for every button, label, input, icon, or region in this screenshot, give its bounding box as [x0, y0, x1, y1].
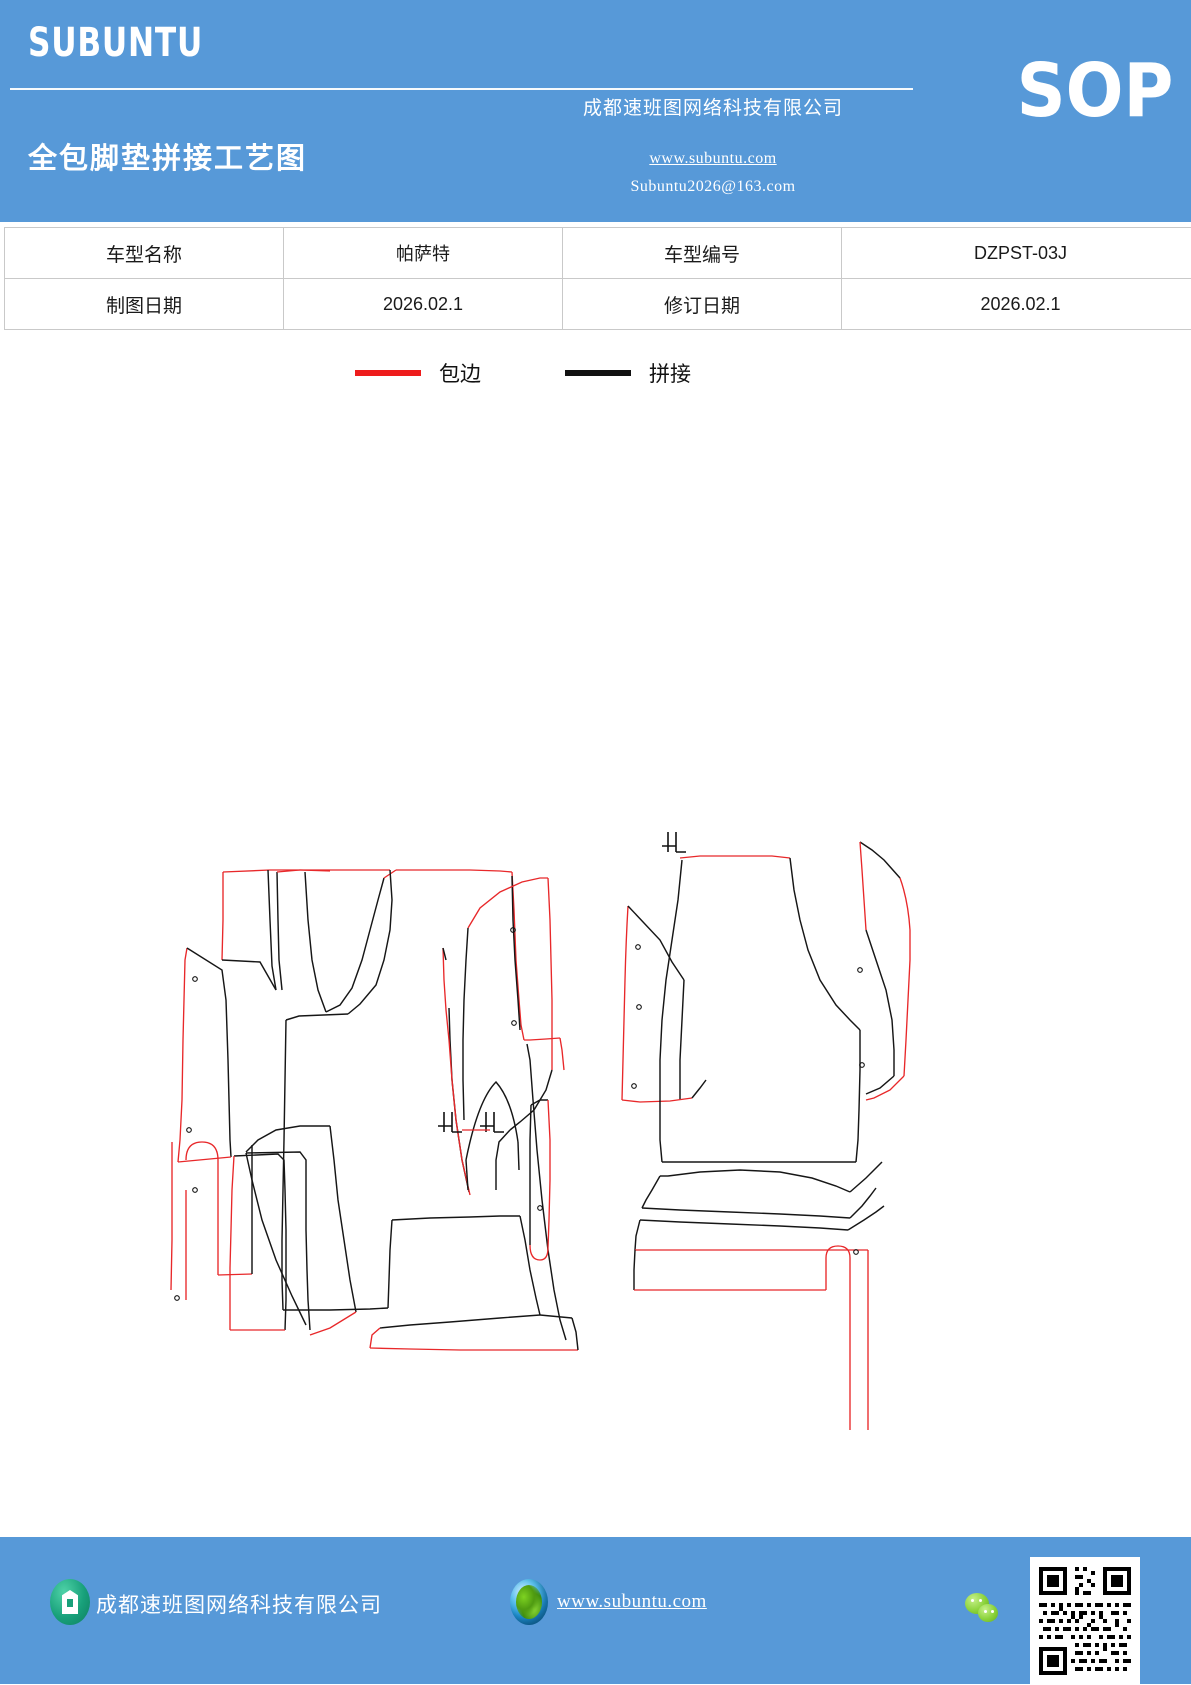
header-company-name: 成都速班图网络科技有限公司	[513, 93, 913, 120]
legend-item-splice: 拼接	[565, 358, 691, 388]
legend-label-splice: 拼接	[649, 358, 691, 388]
legend-item-binding: 包边	[355, 358, 481, 388]
stop-mark-left-1	[438, 1112, 462, 1132]
document-type-label: SOP	[1016, 54, 1173, 128]
company-badge-icon	[50, 1579, 90, 1625]
technical-drawing-canvas	[0, 400, 1191, 1430]
black-line-swatch	[565, 370, 631, 376]
red-line-swatch	[355, 370, 421, 376]
footer-website-link[interactable]: www.subuntu.com	[557, 1591, 707, 1613]
footer-company-name: 成都速班图网络科技有限公司	[96, 1589, 382, 1619]
cell-model-code-value: DZPST-03J	[842, 228, 1191, 279]
table-row: 车型名称 帕萨特 车型编号 DZPST-03J	[5, 228, 1191, 279]
page-header: SUBUNTU 全包脚垫拼接工艺图 成都速班图网络科技有限公司 www.subu…	[0, 0, 1191, 222]
legend-label-binding: 包边	[439, 358, 481, 388]
vehicle-info-table: 车型名称 帕萨特 车型编号 DZPST-03J 制图日期 2026.02.1 修…	[4, 227, 1191, 330]
wechat-icon	[965, 1593, 1003, 1627]
header-website-link[interactable]: www.subuntu.com	[513, 150, 913, 168]
qr-code[interactable]	[1030, 1557, 1140, 1685]
brand-logo: SUBUNTU	[28, 20, 203, 66]
table-row: 制图日期 2026.02.1 修订日期 2026.02.1	[5, 279, 1191, 330]
stop-mark-left-2	[480, 1112, 504, 1132]
cell-revision-date-value: 2026.02.1	[842, 279, 1191, 330]
cell-model-name-label: 车型名称	[5, 228, 284, 279]
cell-revision-date-label: 修订日期	[563, 279, 842, 330]
cell-model-code-label: 车型编号	[563, 228, 842, 279]
legend: 包边 拼接	[0, 358, 1191, 392]
front-row-left-assembly	[171, 870, 578, 1350]
cell-draw-date-label: 制图日期	[5, 279, 284, 330]
cell-draw-date-value: 2026.02.1	[284, 279, 563, 330]
page-title: 全包脚垫拼接工艺图	[28, 135, 307, 177]
page-footer: 成都速班图网络科技有限公司 www.subuntu.com	[0, 1537, 1191, 1684]
front-row-right-assembly	[622, 832, 910, 1430]
stop-mark-right-1	[662, 832, 686, 852]
cell-model-name-value: 帕萨特	[284, 228, 563, 279]
globe-icon	[510, 1579, 548, 1625]
header-email[interactable]: Subuntu2026@163.com	[513, 178, 913, 196]
header-divider	[10, 88, 913, 90]
